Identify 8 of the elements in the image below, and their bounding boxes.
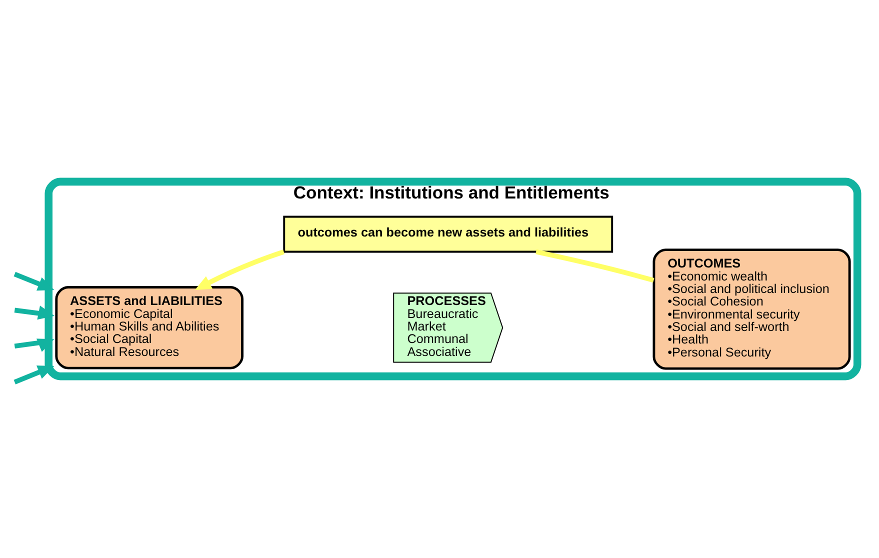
- arrow: [14, 366, 54, 384]
- arrow: [14, 338, 54, 352]
- arrow: [14, 272, 54, 291]
- node-box: OUTCOMES •Economic wealth •Social and political inclusion •Social Cohesion •Environmental security •Social and self-worth •Health •Personal Security: [652, 248, 851, 370]
- node-box: outcomes can become new assets and liabilities: [283, 216, 614, 253]
- arrow: [194, 250, 285, 290]
- node-box: ASSETS and LIABILITIES •Economic Capital •Human Skills and Abilities •Social Capital •Natural Resources: [55, 286, 244, 370]
- arrow: [14, 306, 55, 320]
